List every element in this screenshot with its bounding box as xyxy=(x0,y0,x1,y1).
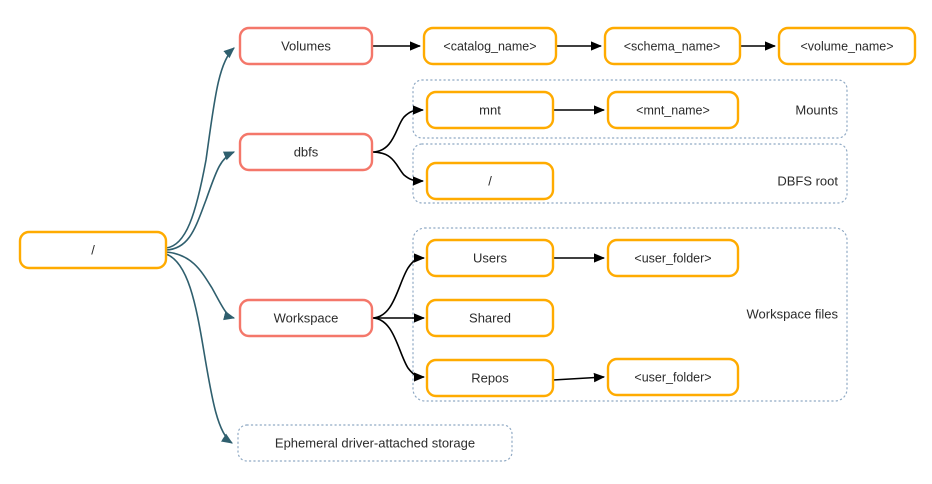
node-ephemeral-storage-label: Ephemeral driver-attached storage xyxy=(275,435,475,450)
node-repos[interactable]: Repos xyxy=(425,358,555,398)
node-mnt-name[interactable]: <mnt_name> xyxy=(606,90,740,130)
edge-workspace-to-users xyxy=(371,253,426,319)
node-volume-name[interactable]: <volume_name> xyxy=(777,26,917,66)
group-label-mounts: Mounts xyxy=(795,102,838,117)
node-repos-user-folder-box[interactable] xyxy=(606,357,740,397)
node-volume-name-box[interactable] xyxy=(777,26,917,66)
node-mnt[interactable]: mnt xyxy=(425,90,555,130)
edge-dbfs-to-dbfs-root xyxy=(371,151,425,186)
node-users-label: Users xyxy=(473,250,507,265)
group-workspace-files-container xyxy=(412,227,848,402)
node-ephemeral-storage-box[interactable] xyxy=(237,424,513,462)
node-users[interactable]: Users xyxy=(425,238,555,278)
group-dbfs-root-container xyxy=(412,143,848,204)
node-dbfs-root-slash[interactable]: / xyxy=(425,161,555,201)
node-volume-name-label: <volume_name> xyxy=(800,39,893,53)
group-label-dbfs-root: DBFS root xyxy=(777,173,838,188)
node-dbfs-root-slash-box[interactable] xyxy=(425,161,555,201)
node-users-user-folder-box[interactable] xyxy=(606,238,740,278)
node-workspace[interactable]: Workspace xyxy=(238,298,374,338)
node-repos-user-folder-label: <user_folder> xyxy=(634,370,711,384)
node-volumes-box[interactable] xyxy=(238,26,374,66)
node-users-box[interactable] xyxy=(425,238,555,278)
node-ephemeral-storage[interactable]: Ephemeral driver-attached storage xyxy=(237,424,513,462)
node-root-label: / xyxy=(91,242,95,257)
node-catalog-name-label: <catalog_name> xyxy=(443,39,536,53)
node-repos-label: Repos xyxy=(471,370,509,385)
node-catalog-name-box[interactable] xyxy=(422,26,558,66)
edge-root-to-ephemeral xyxy=(165,253,233,444)
node-users-user-folder[interactable]: <user_folder> xyxy=(606,238,740,278)
node-shared-label: Shared xyxy=(469,310,511,325)
node-root[interactable]: / xyxy=(18,230,168,270)
node-repos-user-folder[interactable]: <user_folder> xyxy=(606,357,740,397)
node-mnt-box[interactable] xyxy=(425,90,555,130)
node-shared-box[interactable] xyxy=(425,298,555,338)
edge-root-to-volumes xyxy=(165,47,235,249)
node-schema-name-label: <schema_name> xyxy=(624,39,721,53)
group-label-workspace-files: Workspace files xyxy=(746,306,838,321)
node-volumes-label: Volumes xyxy=(281,38,331,53)
edge-root-to-workspace xyxy=(165,251,236,321)
node-users-user-folder-label: <user_folder> xyxy=(634,251,711,265)
node-dbfs-root-slash-label: / xyxy=(488,173,492,188)
edge-workspace-to-repos xyxy=(371,317,426,382)
edge-repos-to-user-folder xyxy=(552,372,606,383)
node-schema-name-box[interactable] xyxy=(603,26,742,66)
node-mnt-name-label: <mnt_name> xyxy=(636,103,710,117)
node-workspace-box[interactable] xyxy=(238,298,374,338)
edge-root-to-dbfs xyxy=(165,151,236,251)
node-repos-box[interactable] xyxy=(425,358,555,398)
node-mnt-label: mnt xyxy=(479,102,501,117)
edge-dbfs-to-mnt xyxy=(371,105,425,153)
node-schema-name[interactable]: <schema_name> xyxy=(603,26,742,66)
node-dbfs-label: dbfs xyxy=(294,144,319,159)
node-dbfs[interactable]: dbfs xyxy=(238,132,374,172)
node-root-box[interactable] xyxy=(18,230,168,270)
node-mnt-name-box[interactable] xyxy=(606,90,740,130)
node-workspace-label: Workspace xyxy=(274,310,339,325)
node-dbfs-box[interactable] xyxy=(238,132,374,172)
node-catalog-name[interactable]: <catalog_name> xyxy=(422,26,558,66)
node-shared[interactable]: Shared xyxy=(425,298,555,338)
node-volumes[interactable]: Volumes xyxy=(238,26,374,66)
